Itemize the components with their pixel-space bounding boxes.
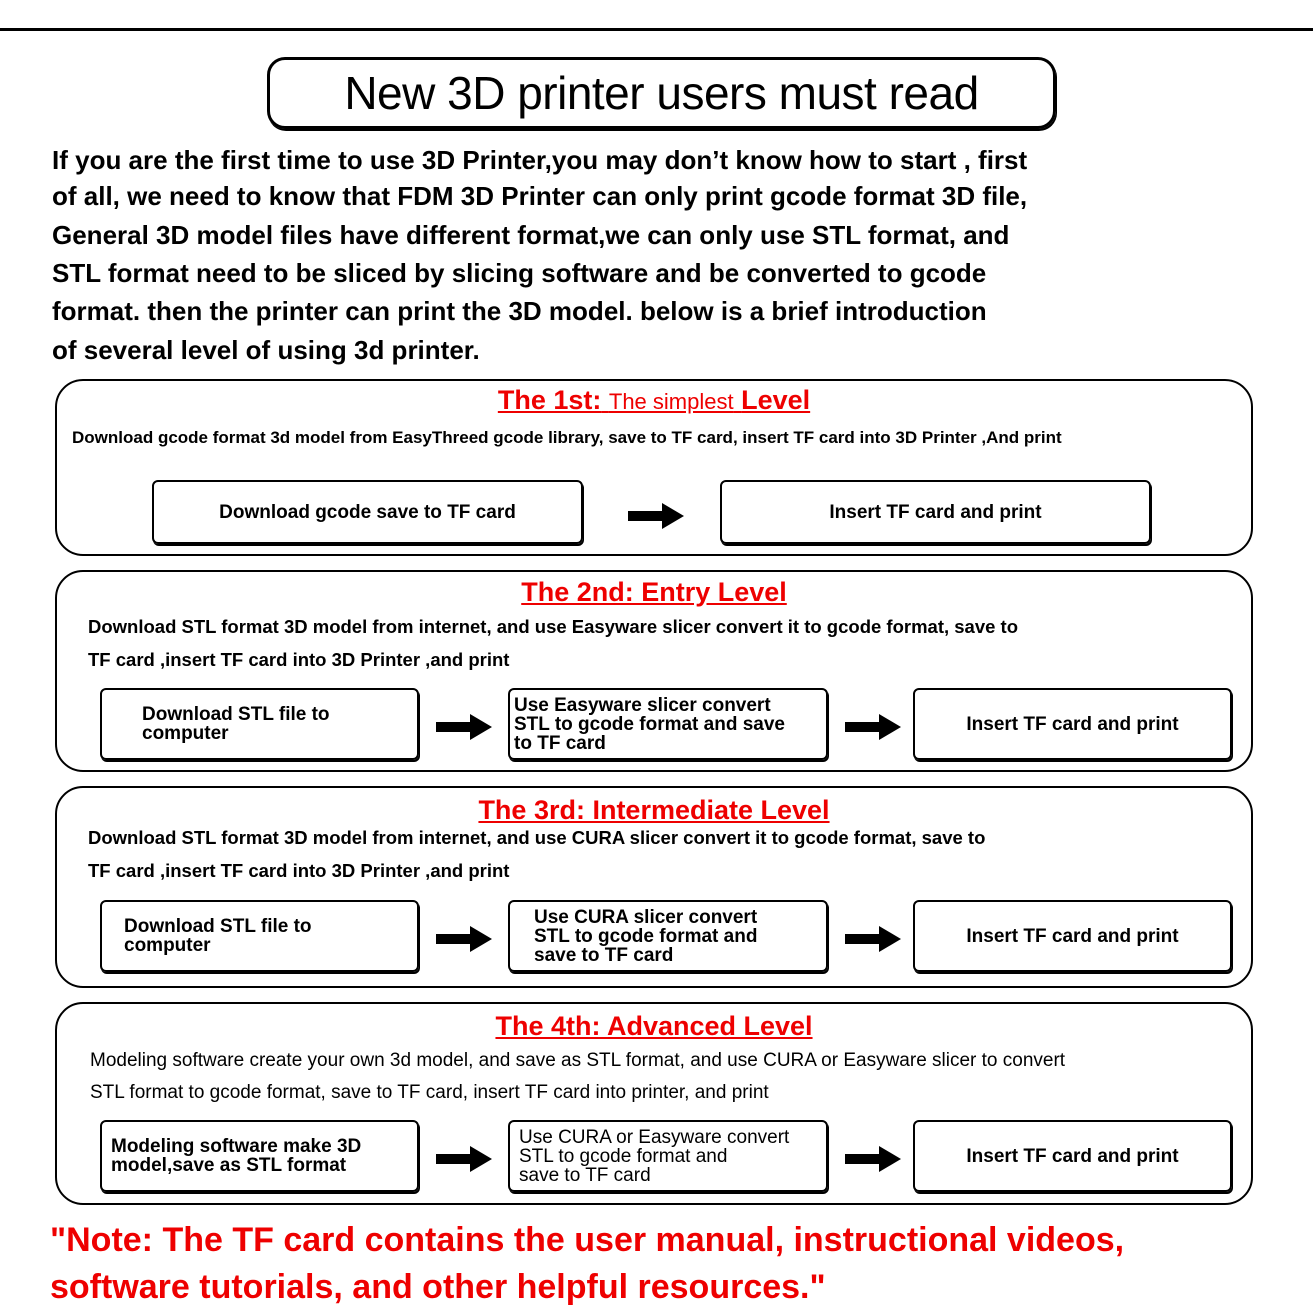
level-3-desc: TF card ,insert TF card into 3D Printer … — [88, 860, 510, 881]
step-line: model,save as STL format — [111, 1155, 347, 1176]
step-line: computer — [142, 723, 229, 744]
step-line: Download STL file to — [124, 916, 312, 937]
step-line: Modeling software make 3D — [111, 1136, 362, 1157]
step-label: Insert TF card and print — [829, 501, 1042, 523]
page-title: New 3D printer users must read — [267, 57, 1056, 129]
step-label: Insert TF card and print — [966, 925, 1179, 947]
step-label: Download gcode save to TF card — [219, 501, 516, 523]
level-3-panel — [55, 786, 1253, 988]
level-1-panel — [55, 379, 1253, 556]
step-insert-print: Insert TF card and print — [913, 900, 1232, 972]
level-2-title: The 2nd: Entry Level — [521, 577, 787, 607]
intro-line: of all, we need to know that FDM 3D Prin… — [52, 181, 1028, 211]
arrow-right-icon — [436, 714, 492, 740]
arrow-right-icon — [436, 1146, 492, 1172]
level-2-desc: TF card ,insert TF card into 3D Printer … — [88, 649, 510, 670]
level-1-desc: Download gcode format 3d model from Easy… — [72, 428, 1062, 447]
intro-line: STL format need to be sliced by slicing … — [52, 258, 987, 288]
step-insert-print: Insert TF card and print — [913, 1120, 1232, 1192]
level-2-desc: Download STL format 3D model from intern… — [88, 616, 1019, 637]
step-insert-print: Insert TF card and print — [913, 688, 1232, 760]
arrow-right-icon — [845, 714, 901, 740]
step-line: Use CURA slicer convert — [534, 906, 758, 928]
level-4-desc: Modeling software create your own 3d mod… — [90, 1050, 1066, 1071]
intro-line: General 3D model files have different fo… — [52, 220, 1010, 250]
step-line: computer — [124, 935, 211, 956]
intro-line: of several level of using 3d printer. — [52, 335, 480, 365]
step-line: Use Easyware slicer convert — [514, 694, 771, 716]
level-3-title: The 3rd: Intermediate Level — [478, 795, 830, 825]
title-prefix: The 1st: — [497, 385, 602, 415]
level-1-title: The 1st: The simplest Level — [55, 385, 1253, 417]
level-4-desc: STL format to gcode format, save to TF c… — [90, 1082, 769, 1103]
arrow-right-icon — [845, 1146, 901, 1172]
step-insert-print: Insert TF card and print — [720, 480, 1151, 544]
note-line: software tutorials, and other helpful re… — [50, 1268, 826, 1306]
step-line: Use CURA or Easyware convert — [519, 1126, 790, 1148]
step-download-gcode: Download gcode save to TF card — [152, 480, 583, 544]
step-line: STL to gcode format and — [534, 925, 758, 947]
level-4-title: The 4th: Advanced Level — [495, 1011, 813, 1041]
title-suffix: Level — [741, 385, 811, 415]
arrow-right-icon — [628, 503, 684, 529]
step-line: Download STL file to — [142, 704, 330, 725]
step-line: to TF card — [514, 732, 606, 754]
step-line: STL to gcode format and save — [514, 713, 785, 735]
step-label: Insert TF card and print — [966, 713, 1179, 735]
title-mid: The simplest — [608, 389, 734, 414]
arrow-right-icon — [436, 926, 492, 952]
note-line: "Note: The TF card contains the user man… — [50, 1221, 1125, 1259]
level-2-panel — [55, 570, 1253, 772]
intro-line: format. then the printer can print the 3… — [52, 296, 987, 326]
step-line: STL to gcode format and — [519, 1145, 728, 1167]
level-4-panel — [55, 1002, 1253, 1205]
step-label: Insert TF card and print — [966, 1145, 1179, 1167]
step-line: save to TF card — [519, 1164, 651, 1186]
arrow-right-icon — [845, 926, 901, 952]
step-line: save to TF card — [534, 944, 674, 966]
top-divider — [0, 28, 1313, 31]
level-3-desc: Download STL format 3D model from intern… — [88, 827, 986, 848]
intro-line: If you are the first time to use 3D Prin… — [52, 145, 1028, 175]
